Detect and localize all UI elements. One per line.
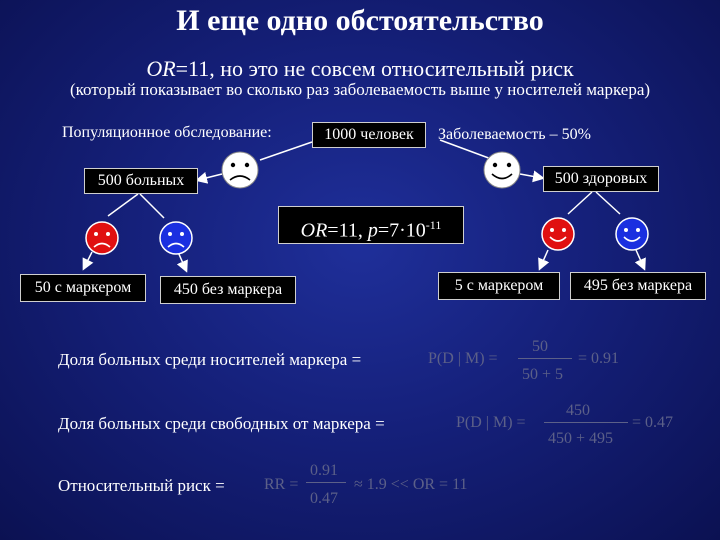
- center-or-eq: =11,: [327, 219, 368, 242]
- formula3-num: 0.91: [310, 462, 338, 479]
- line-healthy-left: [567, 191, 593, 215]
- formula1-lhs: P(D | M) =: [428, 350, 498, 367]
- line-healthy-right: [595, 191, 621, 215]
- survey-label: Популяционное обследование:: [62, 124, 272, 141]
- or-subtitle: OR=11, но это не совсем относительный ри…: [0, 56, 720, 82]
- line-to-sick: [195, 171, 223, 184]
- sick-box: 500 больных: [84, 168, 198, 194]
- formula3-den: 0.47: [310, 490, 338, 507]
- or-note: (который показывает во сколько раз забол…: [69, 80, 651, 99]
- arrow-healthy-nomarker: [634, 249, 646, 271]
- neutral-face-left-icon: [221, 151, 259, 189]
- or-subtitle-text: =11, но это не совсем относительный риск: [175, 56, 574, 81]
- total-box: 1000 человек: [312, 122, 426, 148]
- arrow-sick-nomarker: [176, 251, 188, 273]
- formula2-lhs: P(D | M) =: [456, 414, 526, 431]
- healthy-marker-box: 5 с маркером: [438, 272, 560, 300]
- sick-marker-box: 50 с маркером: [20, 274, 146, 302]
- center-or-label: OR: [300, 219, 328, 242]
- healthy-box: 500 здоровых: [543, 166, 659, 192]
- incidence-label: Заболеваемость – 50%: [438, 126, 591, 143]
- formula3-lhs: RR =: [264, 476, 299, 493]
- center-p-label: p: [367, 219, 378, 242]
- line-root-left: [259, 141, 313, 161]
- arrow-healthy-marker: [538, 249, 550, 271]
- formula1-num: 50: [532, 338, 548, 355]
- formula1-fraction-bar: [518, 358, 572, 359]
- center-p-eq: =7·10: [377, 219, 426, 242]
- arrow-sick-marker: [82, 251, 94, 271]
- smiley-face-right-icon: [483, 151, 521, 189]
- formula3-result: ≈ 1.9 << OR = 11: [354, 476, 468, 493]
- sick-nomarker-box: 450 без маркера: [160, 276, 296, 304]
- blue-sad-face-icon: [159, 221, 193, 255]
- formula2-num: 450: [566, 402, 590, 419]
- center-p-exp: -11: [425, 218, 442, 232]
- blue-smiley-face-icon: [615, 217, 649, 251]
- healthy-nomarker-box: 495 без маркера: [570, 272, 706, 300]
- line-sick-right: [139, 193, 165, 219]
- formula1-result: = 0.91: [578, 350, 620, 367]
- formula1-text: Доля больных среди носителей маркера =: [58, 350, 362, 369]
- line-root-right: [439, 139, 495, 161]
- line-to-healthy: [519, 170, 545, 183]
- red-smiley-face-icon: [541, 217, 575, 251]
- slide-title: И еще одно обстоятельство: [176, 4, 544, 37]
- formula2-result: = 0.47: [632, 414, 674, 431]
- formula3-text: Относительный риск =: [58, 476, 225, 495]
- formula1-den: 50 + 5: [522, 366, 564, 383]
- formula2-den: 450 + 495: [548, 430, 614, 447]
- line-sick-left: [107, 193, 139, 217]
- red-sad-face-icon: [85, 221, 119, 255]
- formula3-fraction-bar: [306, 482, 346, 483]
- formula2-fraction-bar: [544, 422, 628, 423]
- or-label: OR: [146, 56, 176, 81]
- or-p-box: OR=11, p=7·10-11: [278, 206, 464, 244]
- formula2-text: Доля больных среди свободных от маркера …: [58, 414, 385, 433]
